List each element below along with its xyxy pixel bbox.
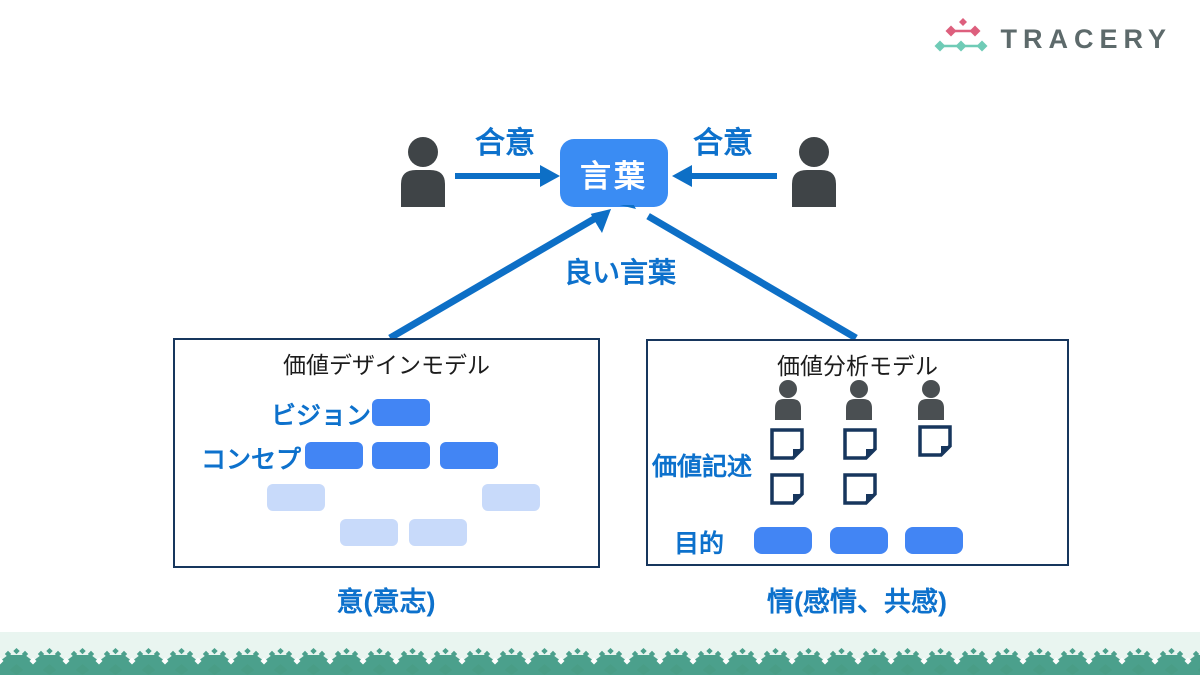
note-icon — [842, 427, 878, 466]
agreement-label-right: 合意 — [693, 127, 753, 160]
purpose-block — [754, 527, 812, 554]
small-person-icon — [844, 380, 874, 425]
concept-block — [305, 442, 363, 469]
left-caption: 意(意志) — [336, 587, 436, 617]
good-words-label: 良い言葉 — [563, 257, 676, 288]
tracery-logo: TRACERY — [934, 18, 1172, 61]
person-left-icon — [399, 137, 447, 212]
vision-label: ビジョン — [271, 402, 372, 430]
tracery-logo-text: TRACERY — [1000, 24, 1172, 54]
arrow-right-to-words-icon — [672, 163, 777, 194]
arrow-left-to-words-icon — [455, 163, 560, 194]
agreement-label-left: 合意 — [475, 127, 535, 160]
right-caption: 情(感情、共感) — [767, 587, 947, 617]
note-icon — [769, 472, 805, 511]
bottom-scallop-border — [0, 648, 1200, 680]
concept-block — [372, 442, 430, 469]
right-panel-title: 価値分析モデル — [777, 353, 938, 379]
person-right-icon — [790, 137, 838, 212]
sub-block — [340, 519, 398, 546]
note-icon — [769, 427, 805, 466]
tracery-logo-mark-icon — [934, 18, 988, 61]
value-description-label: 価値記述 — [652, 453, 753, 481]
value-analysis-model-panel: 価値分析モデル 価値記述 — [646, 339, 1069, 566]
note-icon — [842, 472, 878, 511]
words-box: 言葉 — [560, 139, 668, 207]
purpose-block — [830, 527, 888, 554]
sub-block — [482, 484, 540, 511]
sub-block — [267, 484, 325, 511]
concept-block — [440, 442, 498, 469]
purpose-label: 目的 — [673, 530, 724, 558]
purpose-block — [905, 527, 963, 554]
small-person-icon — [773, 380, 803, 425]
sub-block — [409, 519, 467, 546]
vision-block — [372, 399, 430, 426]
left-panel-title: 価値デザインモデル — [283, 352, 490, 378]
value-design-model-panel: 価値デザインモデル ビジョン コンセプト — [173, 338, 600, 568]
small-person-icon — [916, 380, 946, 425]
note-icon — [917, 424, 953, 463]
